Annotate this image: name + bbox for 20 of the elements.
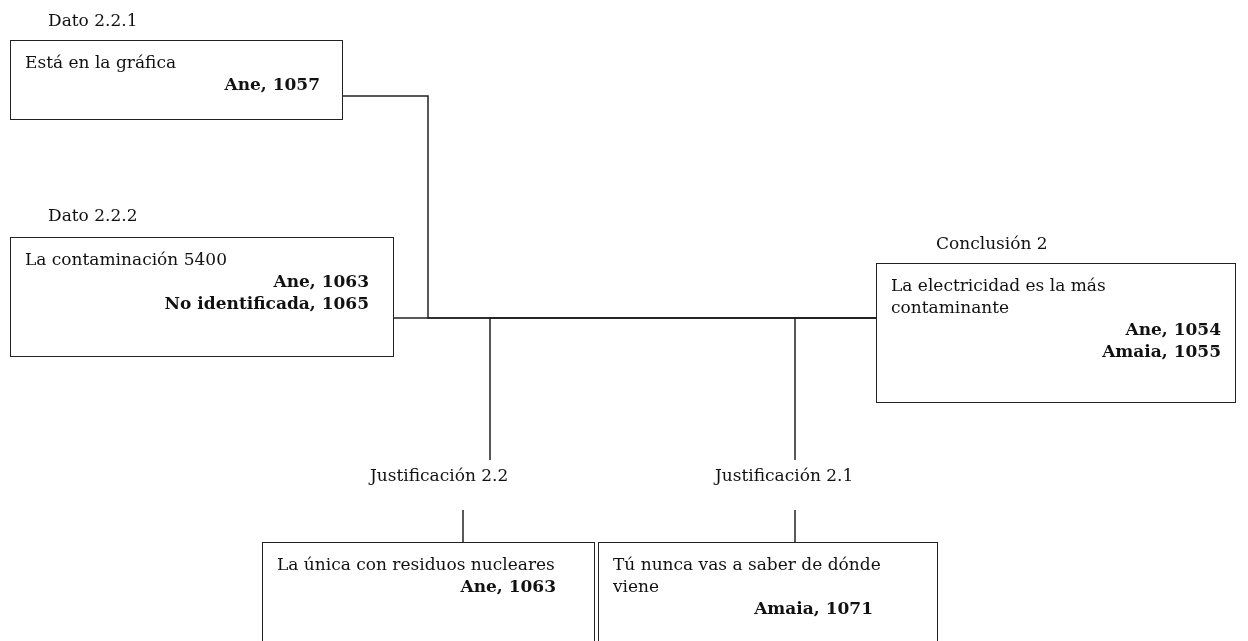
statement-text: Tú nunca vas a saber de dónde viene	[613, 553, 882, 598]
author-reference: Ane, 1057	[223, 73, 321, 96]
node-heading: Dato 2.2.1	[48, 10, 138, 30]
justification-label: Justificación 2.1	[715, 464, 854, 486]
author-reference: Ane, 1054	[1124, 318, 1221, 341]
connector-line	[794, 317, 877, 461]
node-heading: Dato 2.2.2	[48, 205, 138, 225]
author-reference: Amaia, 1071	[753, 597, 874, 620]
statement-text: La única con residuos nucleares	[277, 553, 556, 576]
connector-line	[462, 509, 464, 543]
author-reference: Amaia, 1055	[1101, 340, 1221, 363]
node-heading: Conclusión 2	[936, 233, 1048, 253]
statement-text: La electricidad es la más contaminante	[891, 274, 1107, 319]
author-reference: No identificada, 1065	[163, 292, 370, 315]
statement-text: Está en la gráfica	[25, 51, 178, 74]
author-reference: Ane, 1063	[459, 575, 557, 598]
justification-label: Justificación 2.2	[370, 464, 509, 486]
author-reference: Ane, 1063	[272, 270, 370, 293]
statement-text: La contaminación 5400	[25, 248, 228, 271]
connector-line	[794, 509, 796, 543]
